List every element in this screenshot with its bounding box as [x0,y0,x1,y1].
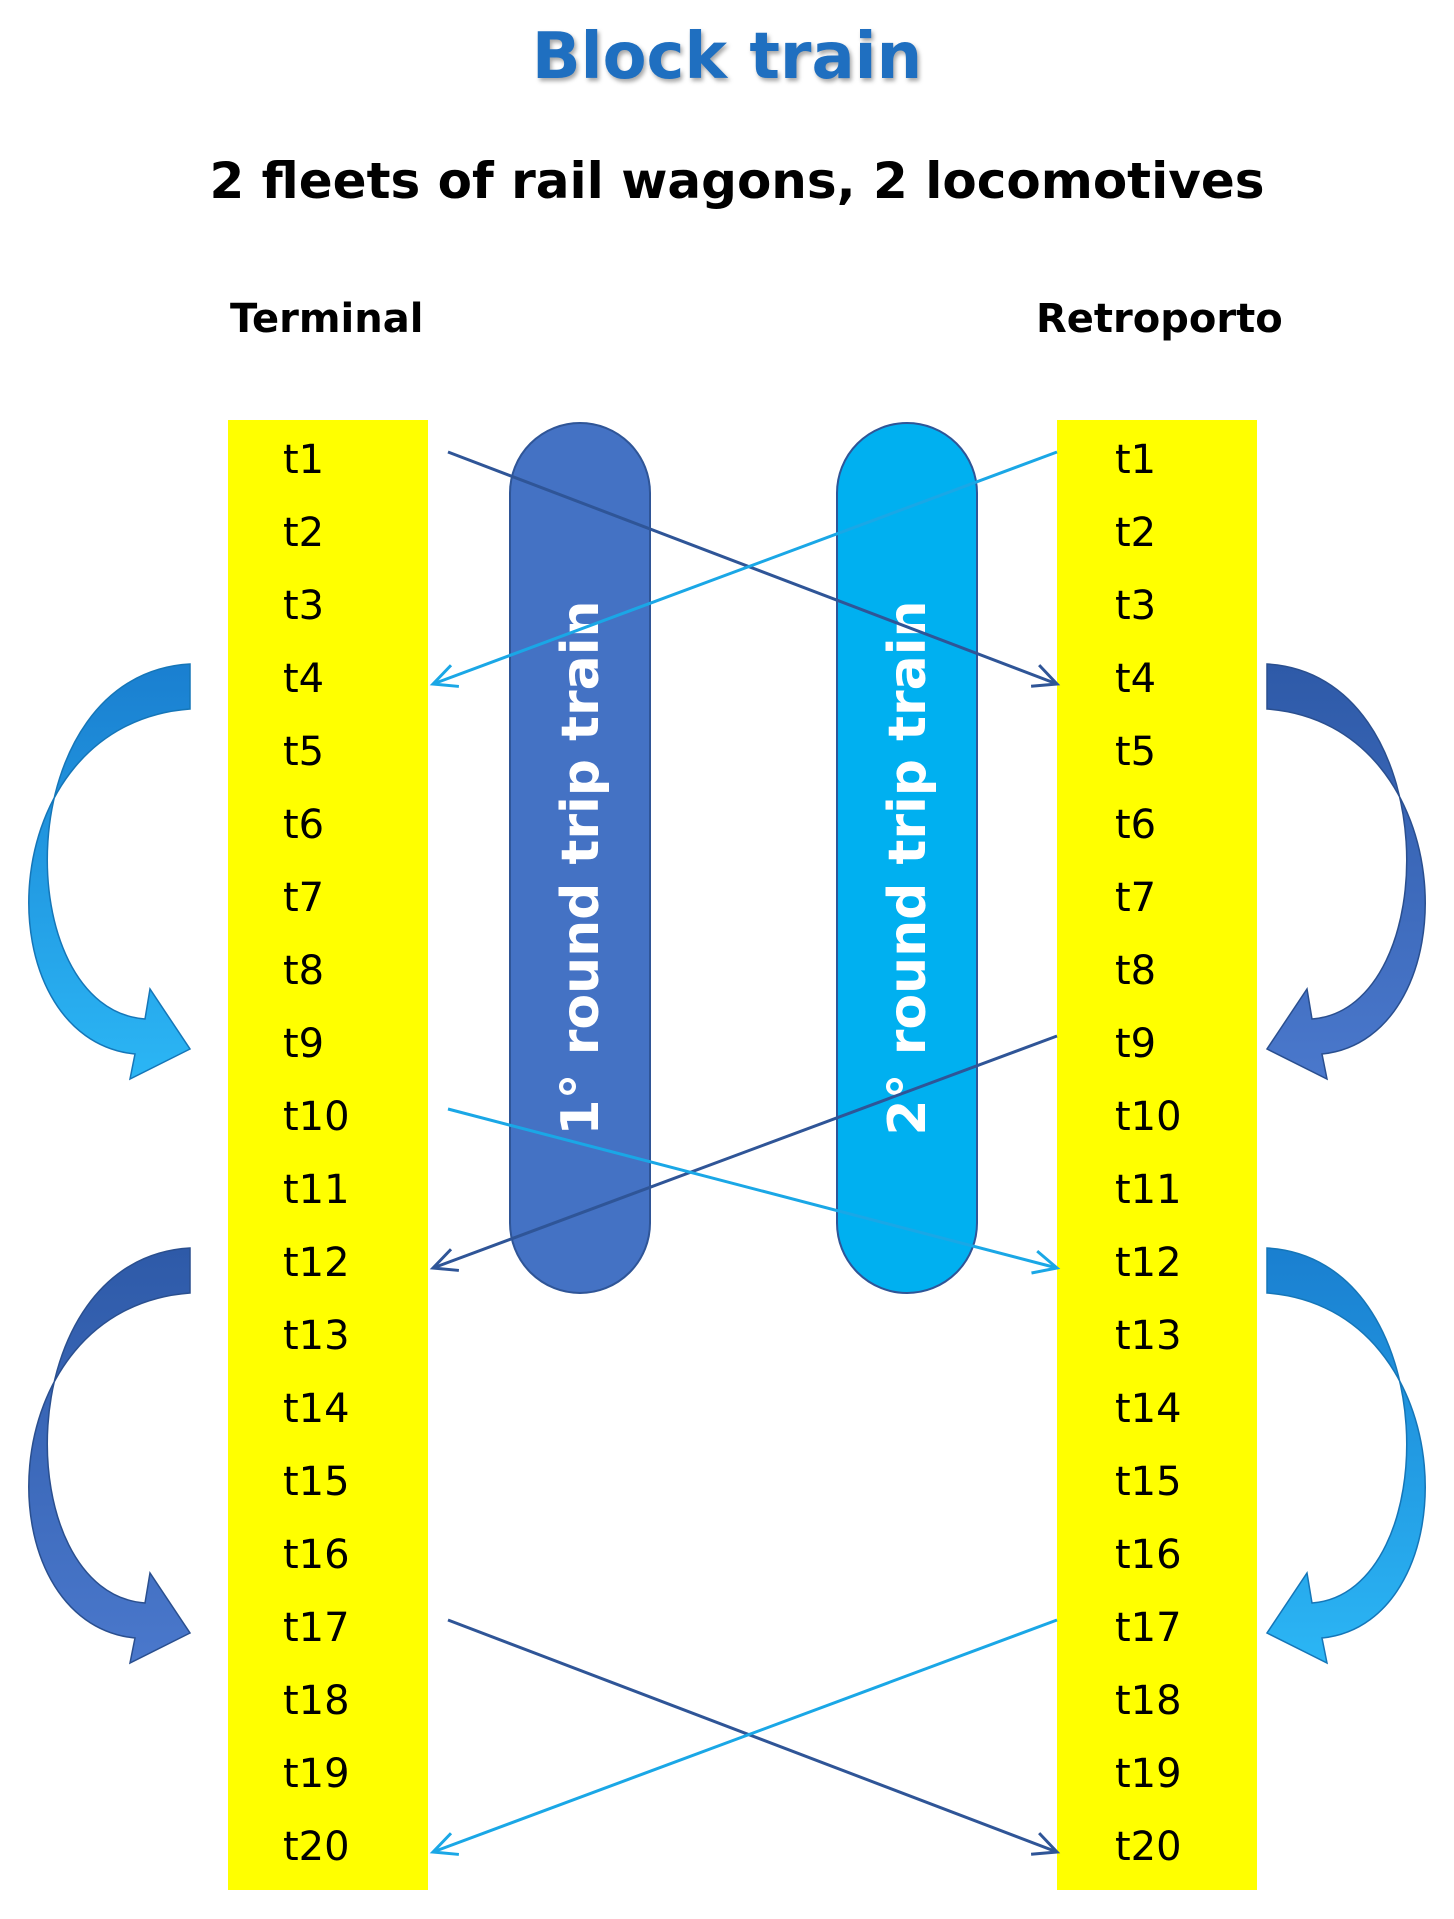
timeslot-retroporto-t18: t18 [1115,1678,1182,1724]
timeslot-retroporto-t1: t1 [1115,437,1157,483]
timeslot-terminal-t20: t20 [283,1824,350,1870]
timeslot-terminal-t13: t13 [283,1313,350,1359]
wait-arrow-retroporto-4 [1265,1247,1426,1665]
timeslot-retroporto-t17: t17 [1115,1605,1182,1651]
train-pill-label-2: 2° round trip train [878,600,938,1135]
timeslot-retroporto-t10: t10 [1115,1094,1182,1140]
timeslot-retroporto-t4: t4 [1115,656,1157,702]
timeslot-retroporto-t3: t3 [1115,583,1157,629]
timeslot-retroporto-t19: t19 [1115,1751,1182,1797]
diagram-title: Block train [531,20,923,94]
wait-arrow-terminal-1 [28,663,192,1081]
timeslot-terminal-t1: t1 [283,437,325,483]
timeslot-retroporto-t8: t8 [1115,948,1157,994]
timeslot-retroporto-t14: t14 [1115,1386,1182,1432]
movement-line-6 [429,1618,1058,1856]
timeslot-retroporto-t12: t12 [1115,1240,1182,1286]
timeslot-retroporto-t2: t2 [1115,510,1157,556]
movement-line-4 [447,1107,1061,1275]
movement-line-3 [429,1034,1058,1272]
timeslot-terminal-t18: t18 [283,1678,350,1724]
timeslot-retroporto-t5: t5 [1115,729,1157,775]
timeslot-terminal-t6: t6 [283,802,325,848]
timeslot-terminal-t17: t17 [283,1605,350,1651]
timeslot-terminal-t4: t4 [283,656,325,702]
timeslot-terminal-t11: t11 [283,1167,350,1213]
movement-line-5 [447,1618,1061,1856]
movement-line-2 [429,450,1058,688]
timeslot-terminal-t2: t2 [283,510,325,556]
timeslot-terminal-t3: t3 [283,583,325,629]
station-label-retroporto: Retroporto [1036,296,1283,342]
timeslot-retroporto-t7: t7 [1115,875,1157,921]
timeslot-terminal-t8: t8 [283,948,325,994]
timeslot-terminal-t15: t15 [283,1459,350,1505]
timeslot-terminal-t19: t19 [283,1751,350,1797]
retroporto-timeline: t1 t2 t3 t4 t5 t6 t7 t8 t9 t10 t11 t12 t13 t14 t15 t16 t… [1057,420,1257,1890]
wait-arrow-terminal-2 [28,1247,192,1665]
train-pill-1 [509,422,651,1294]
timeslot-terminal-t10: t10 [283,1094,350,1140]
timeslot-terminal-t5: t5 [283,729,325,775]
timeslot-terminal-t9: t9 [283,1021,325,1067]
station-label-terminal: Terminal [230,296,424,342]
terminal-timeline: t1 t2 t3 t4 t5 t6 t7 t8 t9 t10 t11 t12 t13 t14 t15 t16 t… [228,420,428,1890]
timeslot-terminal-t7: t7 [283,875,325,921]
timeslot-terminal-t12: t12 [283,1240,350,1286]
movement-line-1 [447,450,1061,688]
timeslot-retroporto-t15: t15 [1115,1459,1182,1505]
train-pill-label-1: 1° round trip train [551,600,611,1135]
timeslot-retroporto-t16: t16 [1115,1532,1182,1578]
timeslot-retroporto-t13: t13 [1115,1313,1182,1359]
timeslot-terminal-t14: t14 [283,1386,350,1432]
wait-arrow-retroporto-3 [1265,663,1426,1081]
timeslot-retroporto-t9: t9 [1115,1021,1157,1067]
timeslot-retroporto-t20: t20 [1115,1824,1182,1870]
timeslot-retroporto-t11: t11 [1115,1167,1182,1213]
timeslot-retroporto-t6: t6 [1115,802,1157,848]
diagram-subtitle: 2 fleets of rail wagons, 2 locomotives [209,152,1265,210]
timeslot-terminal-t16: t16 [283,1532,350,1578]
